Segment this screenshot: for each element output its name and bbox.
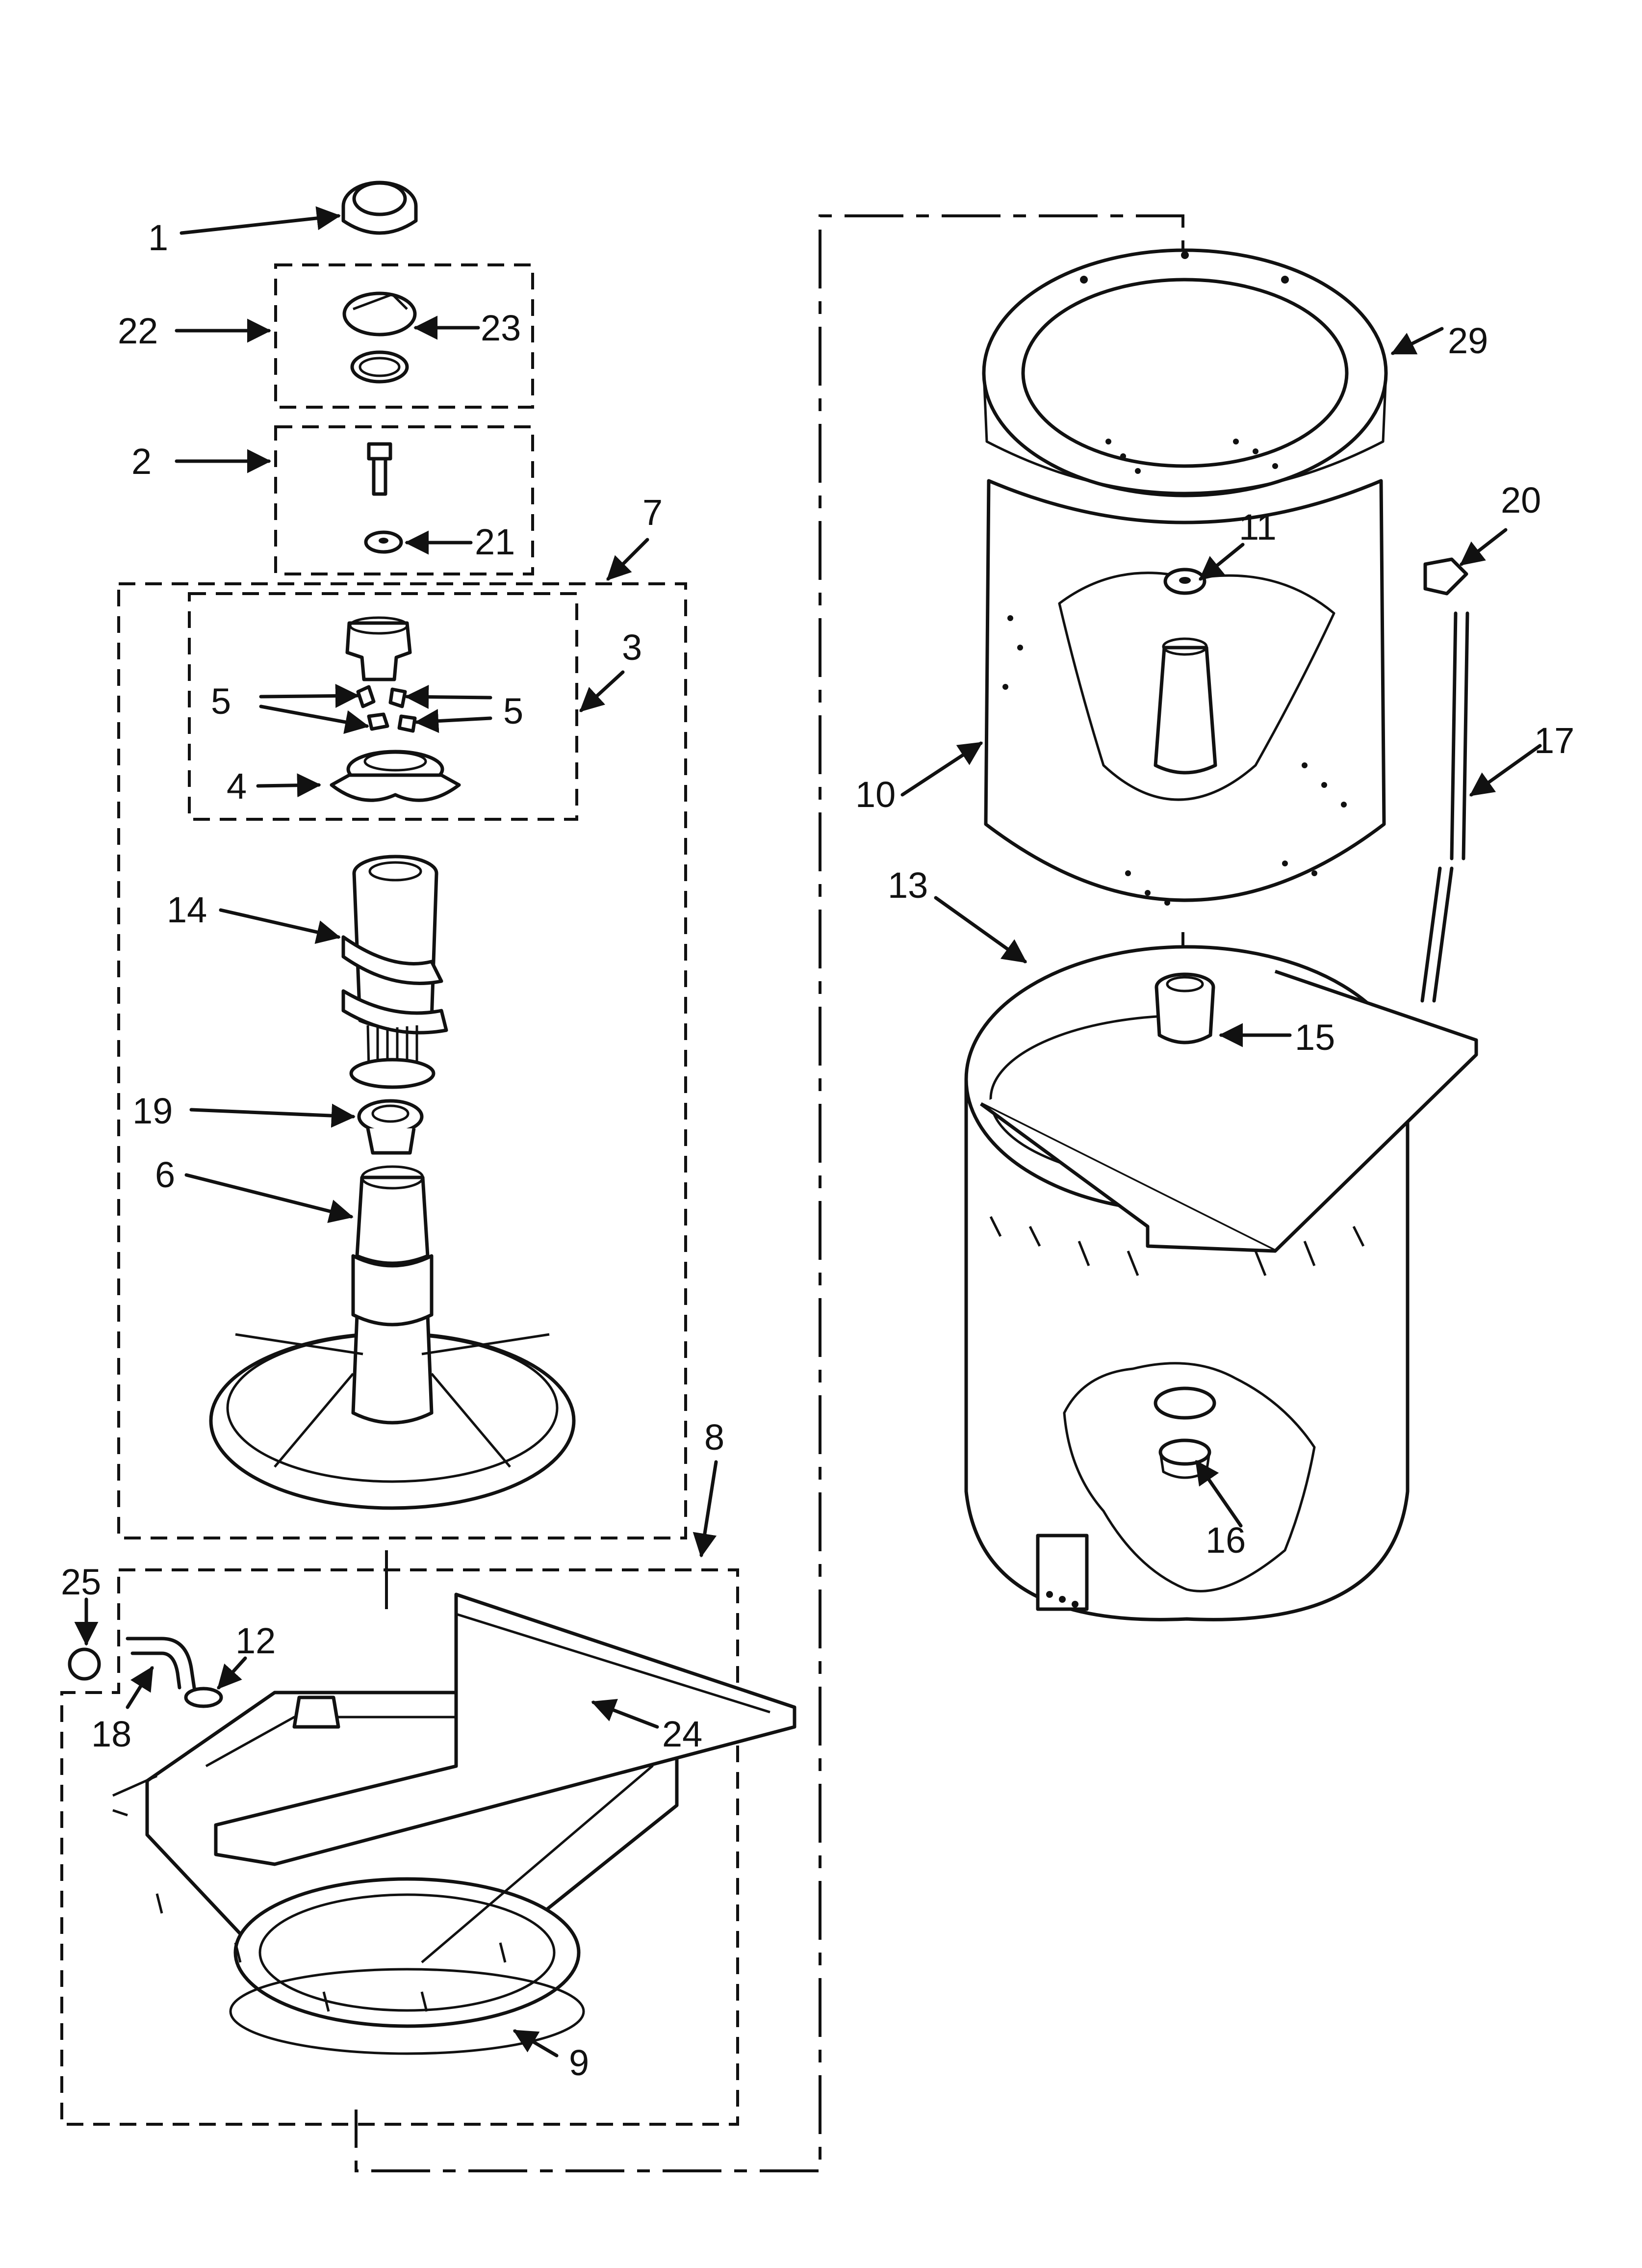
spin-basket-part [984, 439, 1386, 906]
hose-clip-part [1423, 557, 1468, 596]
group-box-3 [188, 592, 578, 821]
drive-block-part [357, 1099, 424, 1155]
callout-leaders [74, 206, 1542, 2058]
cam-base-part [330, 750, 461, 802]
cap-insert-part [342, 291, 417, 337]
callout-2: 2 [131, 441, 152, 482]
callout-21: 21 [475, 521, 515, 562]
clamp-12-part [184, 1687, 223, 1708]
tub-seal-part [1154, 1386, 1216, 1479]
callout-25: 25 [61, 1562, 101, 1602]
washer-part [364, 530, 403, 554]
hose-clamp-part [68, 1647, 101, 1681]
tub-bearing-part [1155, 972, 1215, 1044]
callout-8: 8 [704, 1417, 724, 1458]
drive-nut-part [1163, 568, 1206, 595]
callout-12: 12 [235, 1620, 276, 1661]
callout-13: 13 [888, 865, 928, 906]
callout-9: 9 [569, 2042, 589, 2083]
tub-ring-part [982, 248, 1388, 497]
callout-23: 23 [481, 308, 521, 348]
callout-17: 17 [1534, 720, 1574, 761]
callout-labels: 1 22 23 2 21 7 3 5 5 4 14 19 6 8 25 12 1… [61, 217, 1574, 2083]
callout-4: 4 [227, 766, 247, 807]
callout-1: 1 [148, 217, 168, 258]
pressure-hose-part [1420, 611, 1469, 1003]
tub-bottom-ring-part [229, 1968, 585, 2055]
agitator-cap-part [341, 181, 418, 235]
callout-22: 22 [118, 311, 158, 351]
callout-14: 14 [167, 889, 207, 930]
callout-10: 10 [855, 774, 896, 815]
group-box-2 [274, 425, 534, 575]
callout-6: 6 [155, 1154, 175, 1195]
callout-18: 18 [91, 1714, 131, 1754]
group-box-8 [60, 1568, 739, 2126]
agitator-base-part [209, 1165, 576, 1510]
callout-3: 3 [622, 627, 642, 668]
callout-24: 24 [662, 1714, 702, 1754]
group-box-22 [274, 263, 534, 409]
drain-hose-part [126, 1637, 196, 1690]
callout-5-right: 5 [503, 691, 523, 731]
bolt-part [367, 442, 392, 496]
callout-5-left: 5 [211, 681, 231, 722]
group-box-7 [117, 582, 687, 1539]
callout-15: 15 [1295, 1017, 1335, 1058]
brace-bar-part [214, 1592, 796, 1866]
tub-cover-bar-part [979, 969, 1478, 1253]
auger-part [341, 855, 448, 1089]
callout-29: 29 [1448, 320, 1488, 361]
callout-7: 7 [642, 492, 663, 533]
callout-11: 11 [1239, 507, 1277, 547]
basket-holes-pattern [1002, 439, 1347, 906]
agitator-dogs-part [356, 685, 417, 733]
agitator-cam-part [345, 616, 412, 681]
callout-16: 16 [1206, 1520, 1246, 1561]
callout-19: 19 [132, 1091, 173, 1131]
callout-20: 20 [1501, 480, 1541, 521]
